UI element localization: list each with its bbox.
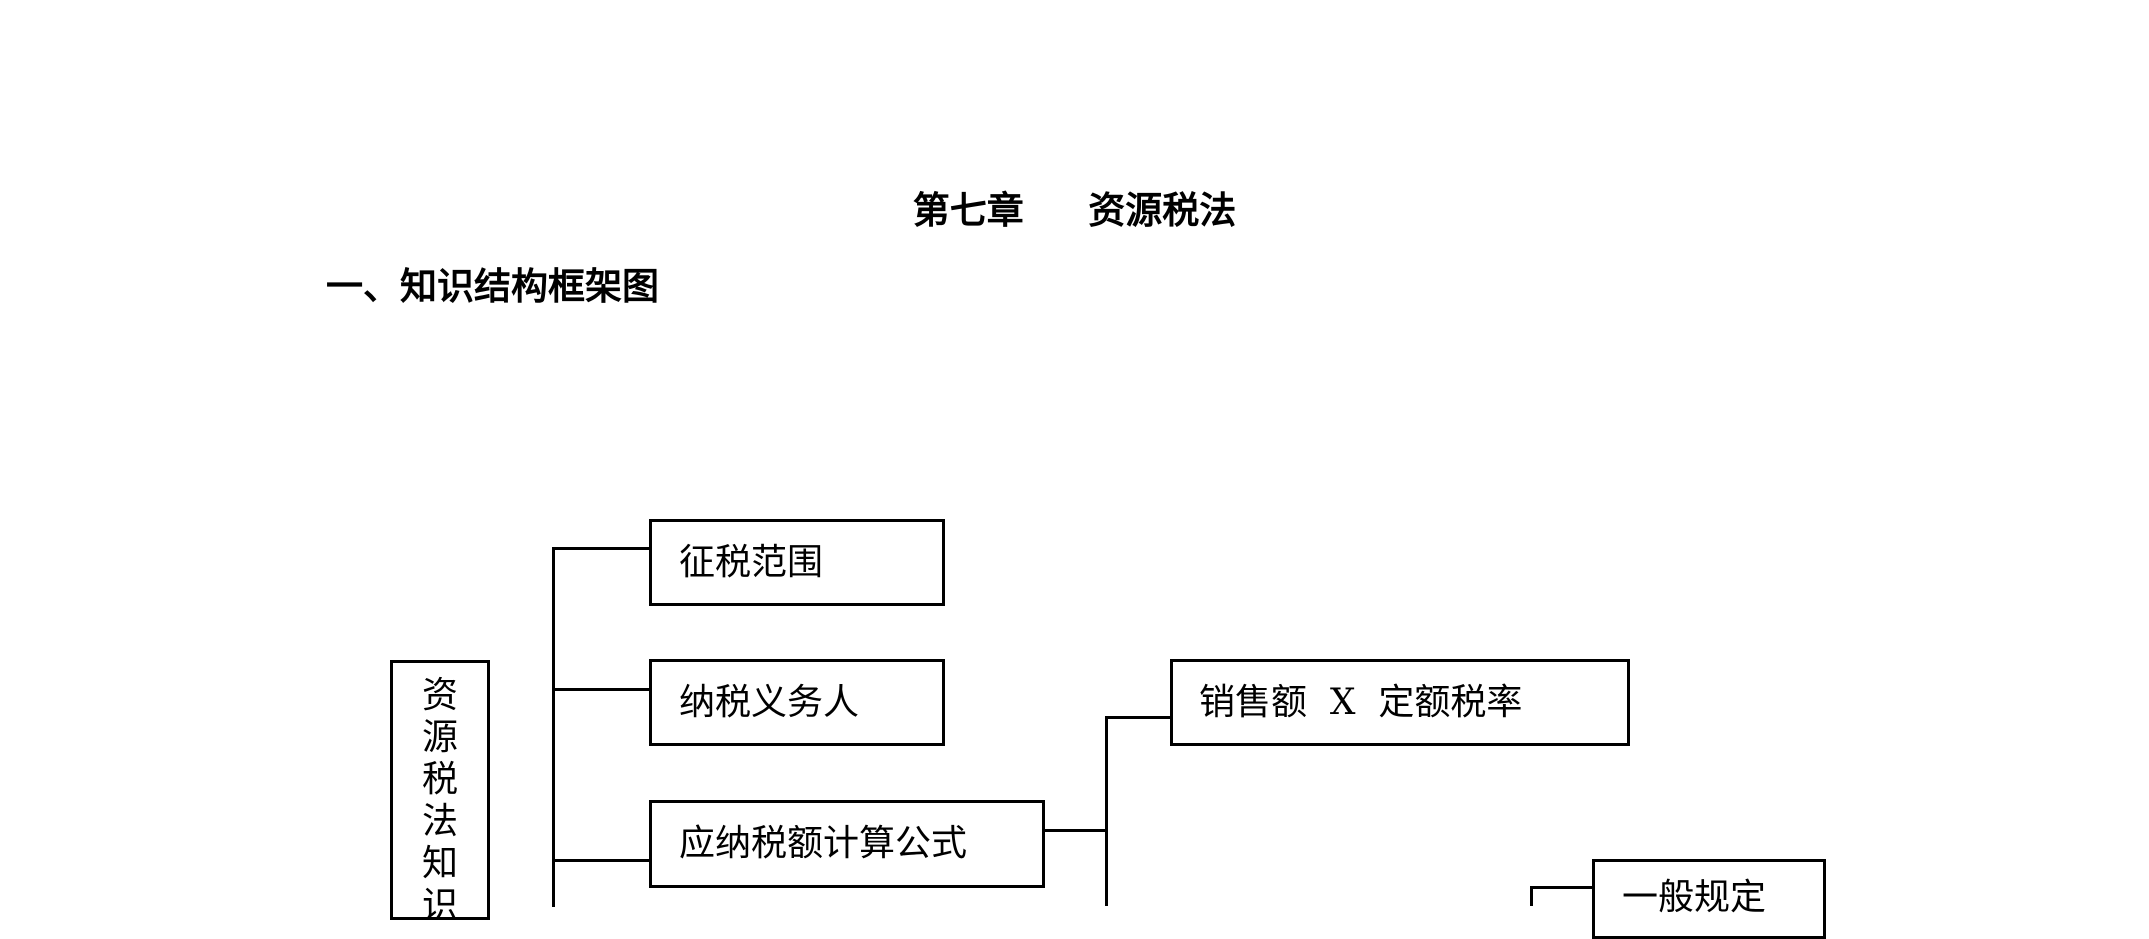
- branch-label-tax-scope: 征税范围: [679, 542, 824, 583]
- connector-general: [1530, 886, 1592, 889]
- formula-box-sales-times-rate: 销售额 X 定额税率: [1170, 659, 1630, 746]
- root-char: 识: [421, 885, 458, 920]
- sub-label-general-rule: 一般规定: [1622, 877, 1767, 918]
- sub-box-general-rule: 一般规定: [1592, 859, 1826, 939]
- branch-box-tax-formula: 应纳税额计算公式: [649, 800, 1045, 888]
- branch-box-tax-scope: 征税范围: [649, 519, 945, 606]
- connector-scope: [552, 547, 649, 550]
- general-trunk-line: [1530, 886, 1533, 906]
- branch-box-taxpayer: 纳税义务人: [649, 659, 945, 746]
- root-box-resource-tax-knowledge: 资 源 税 法 知 识: [390, 660, 490, 920]
- section-heading: 一、知识结构框架图: [326, 264, 659, 308]
- connector-formula: [552, 859, 649, 862]
- root-char: 法: [421, 801, 458, 842]
- main-trunk-line: [552, 547, 555, 907]
- connector-taxpayer: [552, 688, 649, 691]
- chapter-title: 第七章 资源税法: [912, 188, 1237, 232]
- root-char: 知: [421, 843, 458, 884]
- root-box-label: 资 源 税 法 知 识: [393, 675, 487, 920]
- root-char: 源: [421, 717, 458, 758]
- root-char: 资: [421, 675, 458, 716]
- connector-sales: [1105, 716, 1170, 719]
- branch-label-tax-formula: 应纳税额计算公式: [679, 823, 968, 864]
- formula-label-sales-times-rate: 销售额 X 定额税率: [1199, 682, 1523, 723]
- root-char: 税: [421, 759, 458, 800]
- formula-trunk-line: [1105, 716, 1108, 906]
- connector-formula-out: [1045, 829, 1107, 832]
- branch-label-taxpayer: 纳税义务人: [679, 682, 860, 723]
